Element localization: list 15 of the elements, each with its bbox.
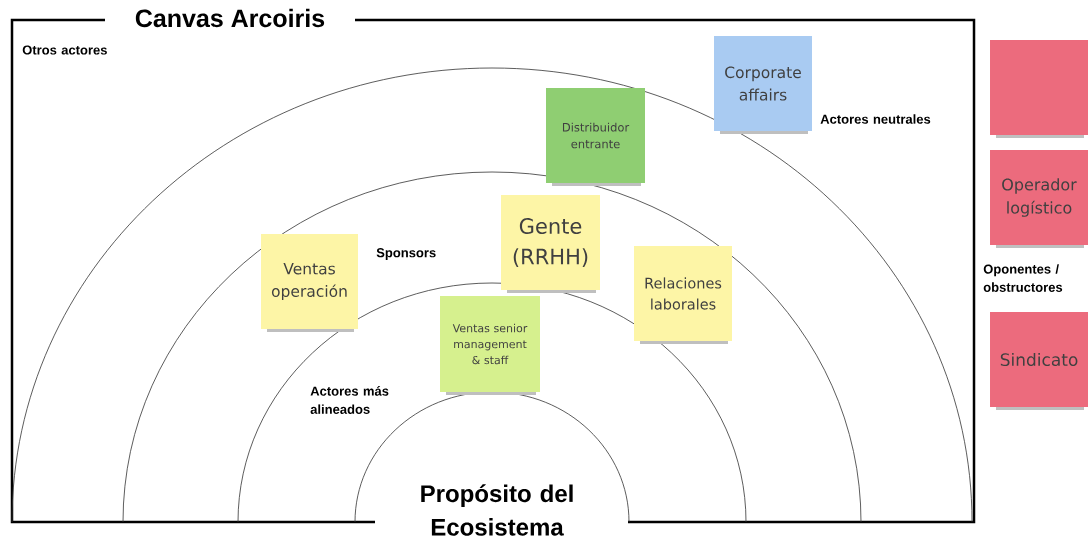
sticky-note: Distribuidor entrante — [546, 88, 645, 186]
sticky-note: Ventas operación — [261, 234, 358, 332]
band-label: Actores más alineados — [310, 386, 389, 414]
sticky-note — [990, 40, 1088, 138]
title: Canvas Arcoiris — [135, 8, 325, 28]
band-label: Otros actores — [22, 45, 107, 55]
sticky-note: Operador logístico — [990, 150, 1088, 248]
sticky-note: Sindicato — [990, 312, 1088, 410]
center-label: Propósito del Ecosistema — [421, 484, 573, 536]
sticky-note: Gente (RRHH) — [501, 195, 600, 293]
sticky-note: Corporate affairs — [714, 36, 812, 134]
sticky-note: Relaciones laborales — [634, 246, 732, 344]
side-label: Oponentes / obstructores — [983, 264, 1063, 292]
sticky-note: Ventas senior management & staff — [440, 296, 540, 395]
band-label: Sponsors — [376, 248, 436, 260]
